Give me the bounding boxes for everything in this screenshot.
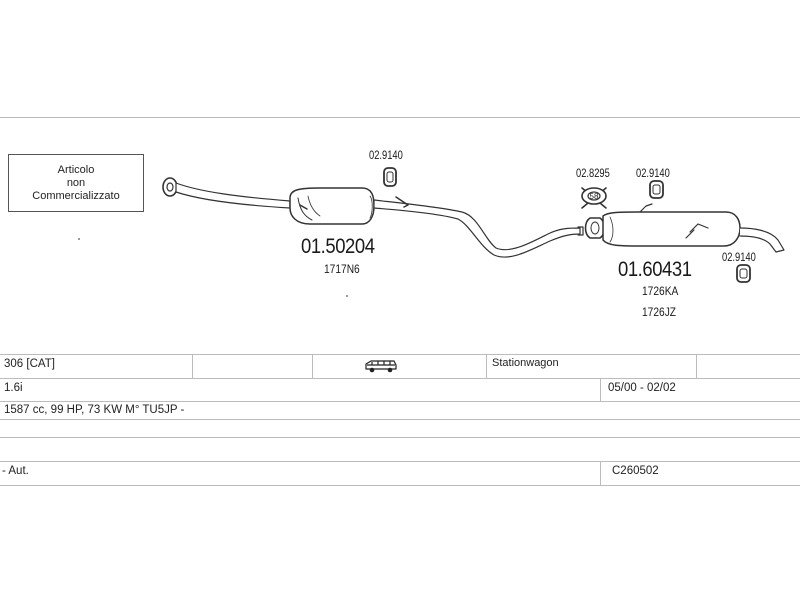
table-line: [0, 437, 800, 438]
gearbox-cell: - Aut.: [2, 465, 29, 477]
middle-silencer: [289, 187, 375, 225]
front-flange: [162, 177, 178, 197]
table-line: [0, 378, 800, 379]
rubber-mount-top: [383, 167, 397, 187]
exhaust-diagram: 58: [78, 167, 785, 297]
table-line: [0, 485, 800, 486]
ring-code: 02.8295: [576, 166, 610, 180]
model-cell: 306 [CAT]: [4, 358, 55, 370]
engine-cell: 1.6i: [4, 382, 23, 394]
table-divider: [600, 378, 601, 401]
note-line-1: Articolo: [57, 163, 95, 176]
clamp-right1-code: 02.9140: [636, 166, 670, 180]
body-type-cell: Stationwagon: [492, 357, 559, 369]
specs-cell: 1587 cc, 99 HP, 73 KW M° TU5JP -: [4, 404, 185, 416]
table-divider: [696, 354, 697, 378]
dates-cell: 05/00 - 02/02: [608, 382, 676, 394]
table-divider: [192, 354, 193, 378]
rear-silencer-subcode-2: 1726JZ: [642, 305, 677, 319]
pipe-hanger: [395, 196, 409, 208]
table-line: [0, 461, 800, 462]
pipe-end: [577, 226, 584, 236]
sealing-ring: [581, 187, 607, 209]
table-line: [0, 419, 800, 420]
ring-badge: 58: [590, 192, 599, 201]
rear-silencer: [584, 203, 785, 253]
center-pipe: [373, 199, 581, 258]
note-line-2: non: [66, 176, 86, 189]
table-line: [0, 401, 800, 402]
station-wagon-icon: [364, 358, 398, 379]
rear-silencer-subcode-1: 1726KA: [642, 284, 679, 298]
not-commercialized-note: Articolo non Commercializzato: [8, 154, 144, 212]
rubber-mount-right-1: [649, 180, 664, 199]
middle-silencer-subcode: 1717N6: [324, 262, 360, 276]
clamp-right2-code: 02.9140: [722, 250, 756, 264]
rubber-mount-right-2: [736, 264, 751, 283]
front-pipe: [175, 182, 291, 209]
speck: [346, 295, 348, 297]
table-divider: [312, 354, 313, 378]
clamp-top-code: 02.9140: [369, 148, 403, 162]
table-divider: [600, 461, 601, 485]
note-line-3: Commercializzato: [32, 189, 120, 202]
top-border: [0, 117, 800, 118]
rear-silencer-code: 01.60431: [618, 258, 692, 281]
speck: [78, 238, 80, 240]
table-divider: [486, 354, 487, 378]
table-line: [0, 354, 800, 355]
middle-silencer-code: 01.50204: [301, 235, 375, 258]
code-cell: C260502: [612, 465, 659, 477]
